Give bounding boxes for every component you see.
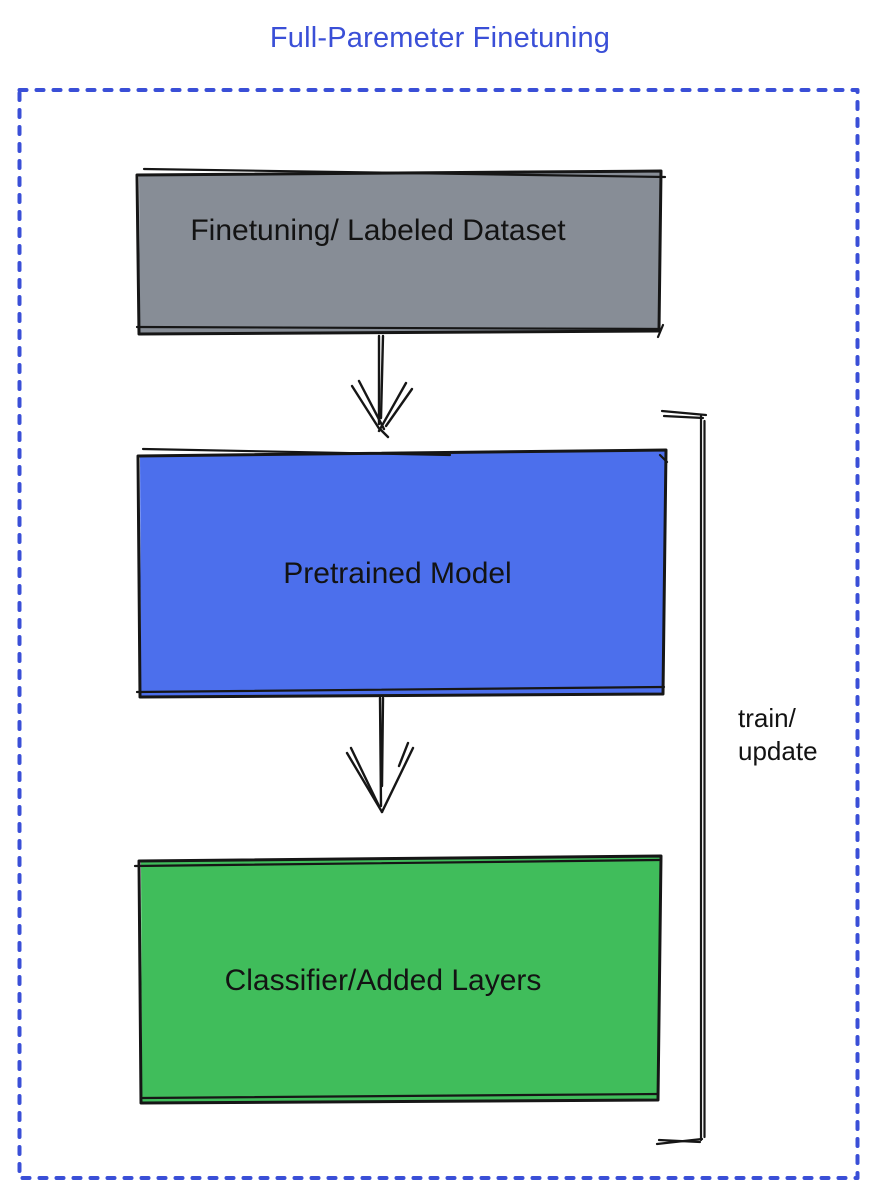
train-update-label-line2: update: [738, 736, 818, 766]
page-title: Full-Paremeter Finetuning: [269, 22, 611, 54]
dotted-frame: [17, 88, 860, 1180]
arrow-dataset-to-model: [350, 334, 414, 439]
pretrained-box: [135, 447, 669, 699]
train-update-label: train/ update: [738, 702, 818, 768]
dataset-box: [135, 167, 667, 339]
train-update-label-line1: train/: [738, 703, 796, 733]
classifier-box: [133, 854, 663, 1105]
arrow-model-to-classifier: [345, 696, 415, 814]
train-update-bracket: [655, 409, 708, 1146]
dataset-box-fill: [139, 171, 661, 334]
pretrained-box-fill: [140, 450, 665, 696]
classifier-box-fill: [141, 856, 660, 1102]
